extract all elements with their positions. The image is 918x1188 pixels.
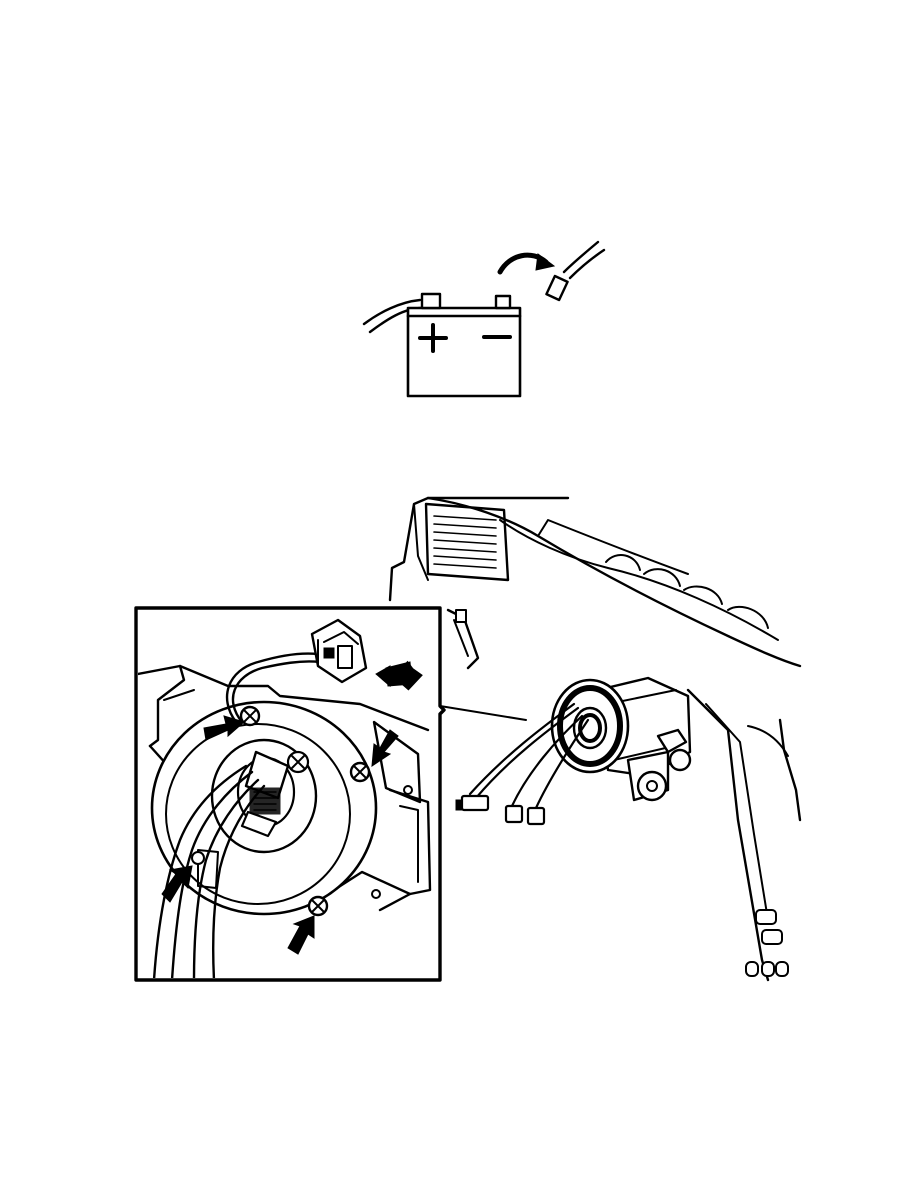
steering-column-assembly	[439, 676, 692, 826]
plus-symbol	[418, 323, 448, 353]
battery-drawing	[362, 240, 606, 398]
connector-left	[460, 794, 490, 812]
detail-leader-line	[439, 705, 527, 721]
detail-inset	[134, 606, 446, 982]
steering-column-drawing	[134, 496, 802, 982]
negative-clamp	[545, 274, 569, 302]
connector-mid	[504, 804, 524, 824]
negative-cable	[562, 240, 600, 274]
dashboard	[388, 496, 802, 982]
callout-arrow-screw-bottom	[287, 915, 315, 955]
positive-terminal	[420, 292, 442, 310]
battery-body	[406, 306, 522, 398]
callout-arrow-screw-right	[371, 729, 399, 767]
battery-disconnect-figure	[360, 236, 610, 402]
callout-arrow-screw-top	[203, 715, 246, 741]
connector-right	[526, 806, 546, 826]
arrow-head	[535, 253, 556, 271]
harness-connector-detail	[310, 618, 368, 684]
positive-cable	[362, 298, 422, 326]
negative-terminal	[494, 294, 512, 310]
callout-arrow-harness	[161, 865, 193, 903]
steering-column-figure	[128, 490, 802, 990]
air-vent	[424, 502, 510, 582]
callout-arrow-connector	[375, 660, 423, 691]
